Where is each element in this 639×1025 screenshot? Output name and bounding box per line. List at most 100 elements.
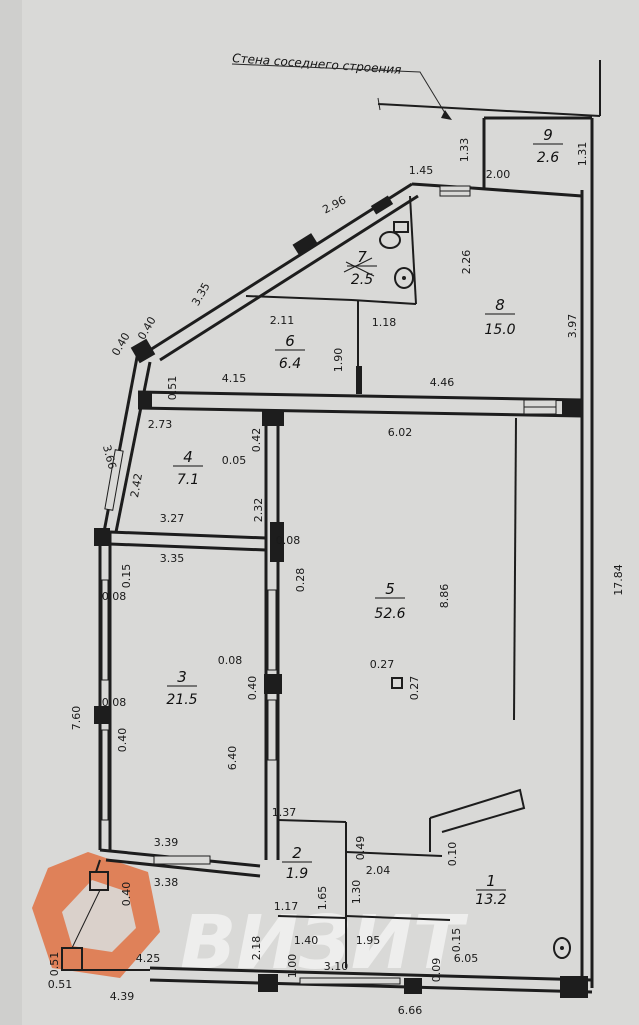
room-label-7: 72.5	[347, 248, 377, 288]
interior-walls	[109, 195, 583, 968]
room-number: 1	[486, 872, 496, 890]
room-area: 15.0	[484, 322, 515, 338]
dimension-label: 4.25	[136, 952, 161, 965]
dimension-label: 1.65	[316, 886, 329, 911]
paper-edge-shadow	[0, 0, 22, 1025]
dimension-label: 3.39	[154, 836, 179, 849]
dimension-label: 2.26	[460, 250, 473, 275]
room-number: 7	[357, 248, 367, 266]
room-number: 5	[385, 580, 395, 598]
dimension-label: 0.49	[354, 836, 367, 861]
room-number: 4	[183, 448, 193, 466]
room-label-6: 66.4	[275, 332, 305, 372]
room-number: 6	[285, 332, 295, 350]
dimension-label: 0.51	[48, 978, 73, 991]
caption-leader-line	[231, 63, 449, 119]
dimension-label: 1.45	[409, 164, 434, 177]
dimension-label: 2.04	[366, 864, 391, 877]
dimension-label: 0.08	[276, 534, 301, 547]
dimension-label: 4.15	[222, 372, 247, 385]
neighbour-wall-line	[377, 103, 601, 117]
dimension-label: 3.97	[566, 314, 579, 339]
dimension-label: 0.27	[408, 676, 421, 701]
caption-arrowhead	[441, 110, 452, 120]
dimension-label: 0.28	[294, 568, 307, 593]
room-label-9: 92.6	[533, 126, 563, 166]
room-area: 2.5	[351, 272, 373, 288]
dimension-label: 0.08	[218, 654, 243, 667]
room-label-5: 552.6	[374, 580, 405, 622]
sink-icon	[394, 267, 414, 289]
dimension-label: 1.00	[286, 954, 299, 979]
room-area: 21.5	[166, 692, 197, 708]
dimension-label: 6.66	[398, 1004, 423, 1017]
dimension-label: 3.27	[160, 512, 185, 525]
dimension-label: 1.90	[332, 348, 345, 373]
dimension-label: 3.10	[324, 960, 349, 973]
toilet-icon	[379, 221, 409, 249]
dimension-label: 3.66	[100, 444, 119, 471]
room-number: 2	[292, 844, 302, 862]
dimension-label: 0.51	[48, 952, 61, 977]
dimension-label: 2.18	[250, 936, 263, 961]
dimension-label: 0.51	[166, 376, 179, 401]
dimension-label: 1.33	[458, 138, 471, 163]
dimension-label: 0.10	[446, 842, 459, 867]
room-label-8: 815.0	[484, 296, 515, 338]
dimension-label: 0.15	[450, 928, 463, 953]
dimension-label: 1.95	[356, 934, 381, 947]
room-label-2: 21.9	[282, 844, 312, 882]
dimension-label: 3.35	[160, 552, 185, 565]
dimension-label: 0.40	[246, 676, 259, 701]
room-number: 3	[177, 668, 187, 686]
column-marker	[391, 677, 403, 689]
wall-blocks	[94, 195, 588, 998]
dimension-label: 1.18	[372, 316, 397, 329]
room-number: 9	[543, 126, 553, 144]
dimension-label: 0.27	[370, 658, 395, 671]
dimension-label: 0.05	[222, 454, 247, 467]
dimension-label: 17.84	[612, 564, 625, 596]
dimension-label: 4.39	[110, 990, 135, 1003]
room-label-4: 47.1	[173, 448, 203, 488]
dimension-label: 0.08	[102, 696, 127, 709]
dimension-label: 8.86	[438, 584, 451, 609]
dimension-label: 2.00	[486, 168, 511, 181]
room-area: 13.2	[475, 892, 506, 908]
dimension-label: 1.17	[274, 900, 299, 913]
dimension-label: 0.40	[116, 728, 129, 753]
room-area: 7.1	[177, 472, 199, 488]
sink-icon-room1	[553, 937, 571, 959]
dimension-label: 2.73	[148, 418, 173, 431]
dimension-label: 0.40	[120, 882, 133, 907]
room-area: 52.6	[374, 606, 405, 622]
room-number: 8	[495, 296, 505, 314]
dimension-label: 6.02	[388, 426, 413, 439]
dimension-label: 6.40	[226, 746, 239, 771]
neighbour-wall-tick	[377, 97, 381, 111]
dimension-label: 2.11	[270, 314, 295, 327]
dimension-label: 0.08	[102, 590, 127, 603]
dimension-label: 1.30	[350, 880, 363, 905]
room7-stair-arrow	[343, 257, 375, 277]
dimension-label: 1.31	[576, 142, 589, 167]
room-label-1: 113.2	[475, 872, 506, 908]
dimension-label: 4.46	[430, 376, 455, 389]
room-area: 2.6	[537, 150, 559, 166]
room-area: 1.9	[286, 866, 308, 882]
dimension-label: 1.40	[294, 934, 319, 947]
room-label-3: 321.5	[166, 668, 197, 708]
logo-icon	[32, 852, 160, 978]
dimension-label: 0.09	[430, 958, 443, 983]
dimension-label: 3.38	[154, 876, 179, 889]
dimension-label: 7.60	[70, 706, 83, 731]
dimension-label: 2.42	[128, 472, 145, 498]
room-area: 6.4	[279, 356, 301, 372]
exterior-steps	[61, 859, 150, 971]
dimension-label: 0.42	[250, 428, 263, 453]
dimension-label: 6.05	[454, 952, 479, 965]
